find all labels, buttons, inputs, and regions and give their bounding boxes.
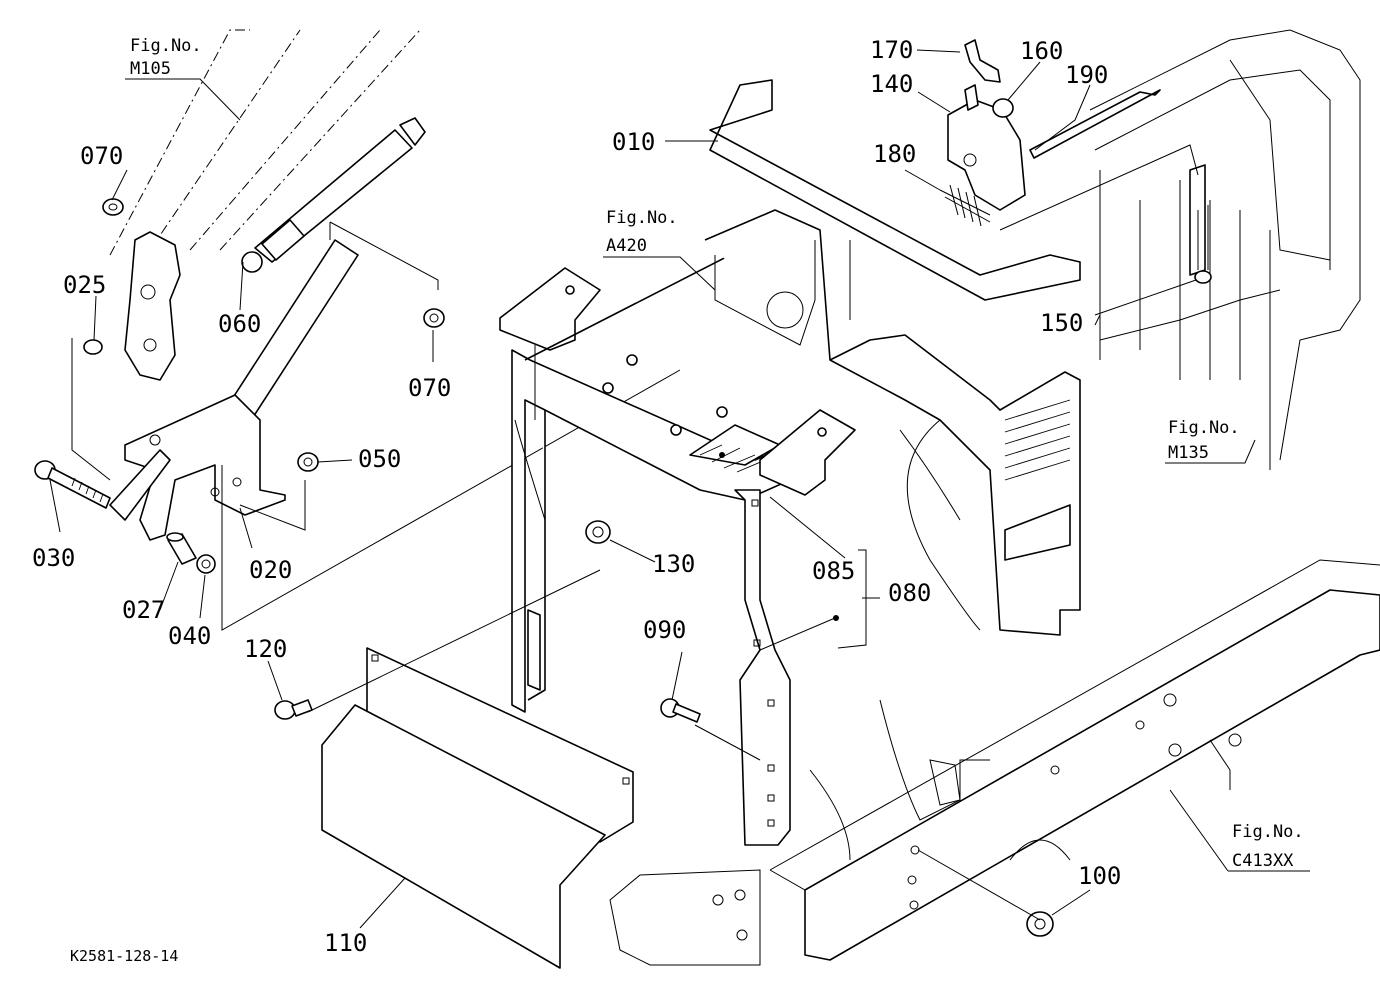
part-label-170: 170: [870, 36, 913, 64]
part-label-160: 160: [1020, 37, 1063, 65]
nut-070-right: [423, 308, 445, 328]
fig-ref-a420-title: Fig.No.: [606, 208, 678, 228]
part-label-120: 120: [244, 635, 287, 663]
fig-ref-m135-title: Fig.No.: [1168, 418, 1240, 438]
washer-025: [83, 339, 103, 355]
part-label-070-left: 070: [80, 142, 123, 170]
part-label-100: 100: [1078, 862, 1121, 890]
part-label-027: 027: [122, 596, 165, 624]
leader-lines: [49, 49, 1199, 929]
part-label-090: 090: [643, 616, 686, 644]
diagram-code: K2581-128-14: [70, 947, 178, 965]
fig-ref-m135-number: M135: [1168, 443, 1209, 463]
bolt-090: [660, 698, 701, 723]
top-bar-010: [709, 79, 1081, 301]
part-label-150: 150: [1040, 309, 1083, 337]
figure-ref-leaders: [125, 78, 1310, 872]
part-label-190: 190: [1065, 61, 1108, 89]
panel-110: [321, 647, 634, 969]
leader-dot-085: [719, 452, 725, 458]
fig-ref-c413-title: Fig.No.: [1232, 822, 1304, 842]
latch-assembly: [939, 39, 1161, 227]
nut-070-left: [102, 198, 124, 216]
right-structure: [1089, 29, 1361, 470]
gas-strut: [241, 117, 426, 273]
part-label-070-right: 070: [408, 374, 451, 402]
part-label-110: 110: [324, 929, 367, 957]
part-label-040: 040: [168, 622, 211, 650]
nut-040: [196, 554, 216, 574]
part-label-180: 180: [873, 140, 916, 168]
radiator-frame: [499, 249, 856, 846]
part-label-050: 050: [358, 445, 401, 473]
part-label-025: 025: [63, 271, 106, 299]
part-label-060: 060: [218, 310, 261, 338]
construction-lines-left: [71, 338, 681, 631]
chassis-frame: [609, 559, 1380, 966]
part-label-030: 030: [32, 544, 75, 572]
screw-120: [274, 699, 313, 720]
fig-ref-m105-number: M105: [130, 59, 171, 79]
nut-050: [297, 452, 319, 472]
part-label-080: 080: [888, 579, 931, 607]
fig-ref-c413-number: C413XX: [1232, 851, 1294, 871]
leader-dot-080: [833, 615, 839, 621]
loader-arm-outline: [109, 29, 421, 381]
bolt-030: [34, 460, 111, 509]
fig-ref-m105-title: Fig.No.: [130, 36, 202, 56]
grommet-130: [585, 520, 611, 544]
part-label-130: 130: [652, 550, 695, 578]
sleeve-027: [166, 532, 197, 565]
bracket-020: [109, 394, 286, 541]
fig-ref-a420-number: A420: [606, 236, 647, 256]
part-label-010: 010: [612, 128, 655, 156]
part-label-085: 085: [812, 557, 855, 585]
bolt-150: [1194, 205, 1212, 284]
engine-outline: [704, 209, 1081, 636]
part-label-020: 020: [249, 556, 292, 584]
part-label-140: 140: [870, 70, 913, 98]
nut-100: [1026, 911, 1054, 937]
